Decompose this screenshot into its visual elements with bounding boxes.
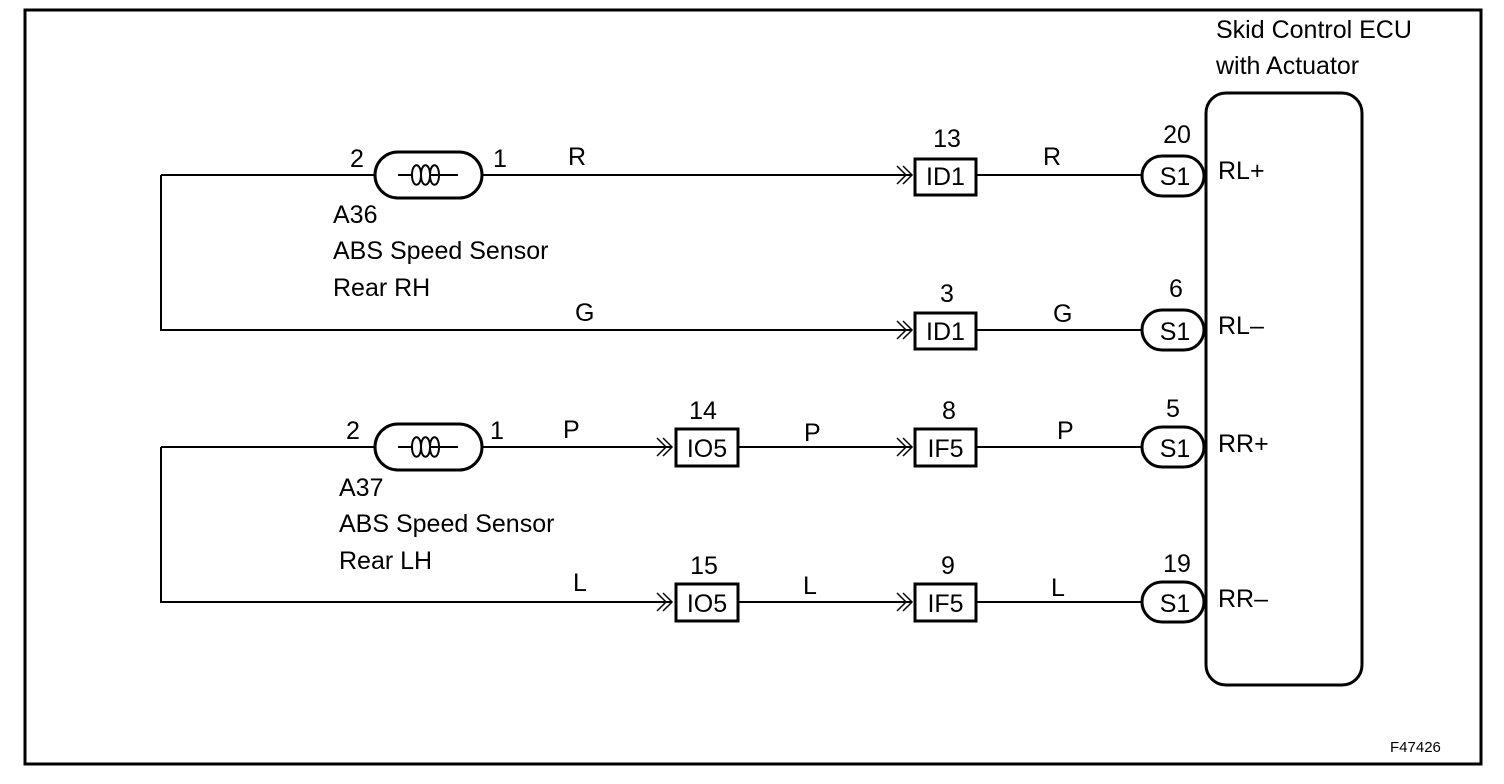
connector-pin: 14 xyxy=(689,397,717,425)
ecu-terminal-label: RR– xyxy=(1218,585,1268,613)
wire-color-label: L xyxy=(1051,574,1065,602)
connector-box xyxy=(913,311,978,351)
connector-arrow-icon xyxy=(896,320,914,340)
connector-name: IO5 xyxy=(687,590,727,618)
ecu-connector-name: S1 xyxy=(1160,318,1191,346)
wire-color-label: P xyxy=(1057,417,1074,445)
ecu-pin: 20 xyxy=(1163,121,1191,149)
connector-arrow-icon xyxy=(896,592,914,612)
connector-pin: 13 xyxy=(933,125,961,153)
connector-box xyxy=(913,157,978,197)
connector-name: ID1 xyxy=(926,318,965,346)
ecu-terminal-label: RL– xyxy=(1218,312,1264,340)
wire-color-label: P xyxy=(563,416,580,444)
ecu-connector-name: S1 xyxy=(1160,163,1191,191)
wire-color-label: G xyxy=(575,299,594,327)
sensor-lh-body xyxy=(373,422,484,472)
connector-name: IO5 xyxy=(687,435,727,463)
sensor-rh-name-line1: ABS Speed Sensor xyxy=(333,237,548,265)
connector-arrow-icon xyxy=(896,165,914,185)
sensor-lh-id: A37 xyxy=(339,474,383,502)
ecu-connector xyxy=(1140,425,1206,469)
coil-icon xyxy=(398,436,458,458)
wire-color-label: R xyxy=(568,143,586,171)
figure-code: F47426 xyxy=(1390,739,1441,756)
wire-lh-return xyxy=(160,447,672,603)
sensor-rh-name-line2: Rear RH xyxy=(333,274,430,302)
connector-pin: 15 xyxy=(690,552,718,580)
ecu-pin: 19 xyxy=(1163,550,1191,578)
connector-box xyxy=(913,582,978,623)
connector-name: ID1 xyxy=(926,163,965,191)
connector-arrow-icon xyxy=(656,592,674,612)
sensor-lh-pin-right: 1 xyxy=(490,417,504,445)
wire-color-label: R xyxy=(1043,143,1061,171)
ecu-terminal-label: RL+ xyxy=(1218,157,1265,185)
ecu-connector xyxy=(1140,580,1206,624)
wire-rh-return xyxy=(160,175,912,331)
ecu-title-line1: Skid Control ECU xyxy=(1216,16,1412,44)
connector-pin: 3 xyxy=(940,280,954,308)
connector-arrow-icon xyxy=(896,437,914,457)
wire-color-label: L xyxy=(573,569,587,597)
sensor-lh-name-line1: ABS Speed Sensor xyxy=(339,510,554,538)
connector-box xyxy=(913,427,978,468)
ecu-terminal-label: RR+ xyxy=(1218,430,1269,458)
sensor-rh-pin-right: 1 xyxy=(493,145,507,173)
sensor-rh-body xyxy=(373,150,484,200)
ecu-connector xyxy=(1140,308,1206,352)
ecu-connector xyxy=(1140,154,1206,198)
wire-color-label: L xyxy=(803,572,817,600)
coil-icon xyxy=(398,164,458,186)
wire-color-label: G xyxy=(1053,300,1072,328)
sensor-rh-id: A36 xyxy=(333,201,377,229)
ecu-pin: 6 xyxy=(1169,275,1183,303)
diagram-frame xyxy=(23,8,1483,766)
connector-name: IF5 xyxy=(927,435,963,463)
wire-color-label: P xyxy=(804,419,821,447)
ecu-box xyxy=(1204,91,1364,687)
ecu-title-line2: with Actuator xyxy=(1215,52,1359,80)
ecu-pin: 5 xyxy=(1166,395,1180,423)
sensor-lh-pin-left: 2 xyxy=(346,417,360,445)
connector-pin: 8 xyxy=(942,397,956,425)
ecu-connector-name: S1 xyxy=(1160,590,1191,618)
connector-name: IF5 xyxy=(927,590,963,618)
ecu-connector-name: S1 xyxy=(1160,435,1191,463)
connector-pin: 9 xyxy=(941,552,955,580)
connector-arrow-icon xyxy=(656,437,674,457)
connector-box xyxy=(674,427,740,468)
sensor-rh-pin-left: 2 xyxy=(350,145,364,173)
sensor-lh-name-line2: Rear LH xyxy=(339,547,432,575)
